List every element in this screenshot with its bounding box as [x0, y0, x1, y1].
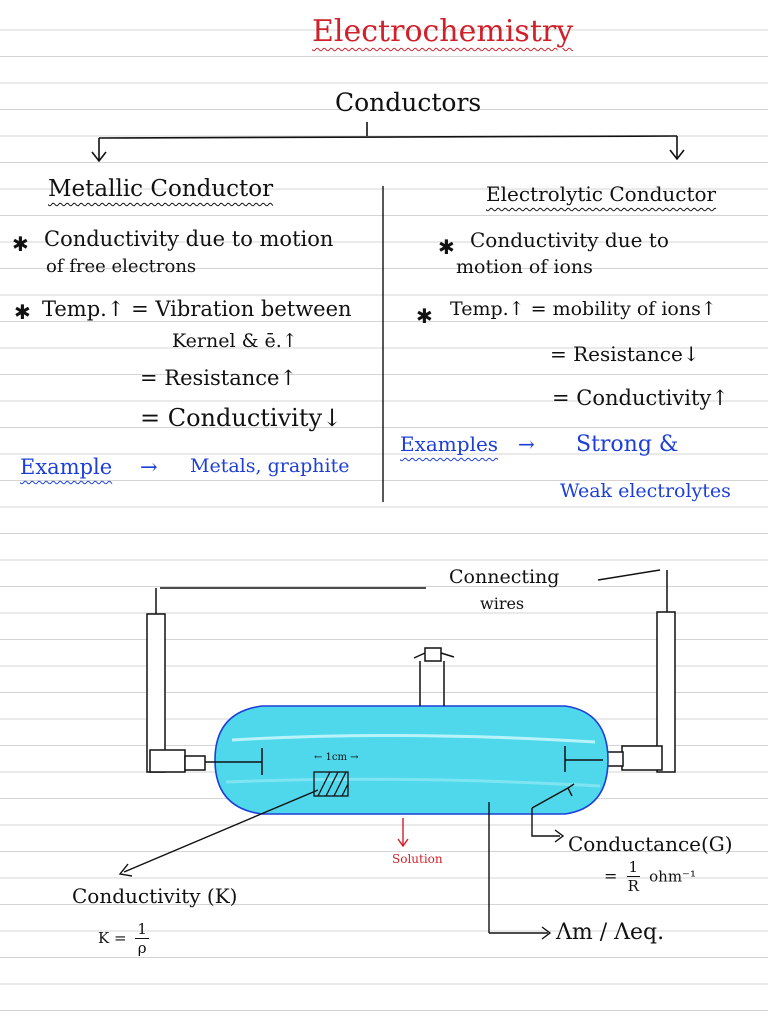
- conductance-numerator: 1: [626, 858, 641, 877]
- conductivity-eq-prefix: K =: [98, 929, 127, 947]
- conductance-eq-prefix: =: [604, 866, 618, 886]
- conductance-label: Conductance(G): [568, 832, 733, 856]
- conductivity-denominator: ρ: [137, 939, 147, 957]
- electrolytic-conductor-heading: Electrolytic Conductor: [486, 182, 717, 206]
- connecting-wires-label-line1: Connecting: [449, 566, 560, 588]
- metallic-point2-line3: = Resistance↑: [140, 366, 298, 390]
- connecting-wires-label-line2: wires: [480, 594, 525, 613]
- electrolytic-example-arrow: →: [518, 432, 535, 456]
- metallic-point1-line1: Conductivity due to motion: [44, 227, 334, 251]
- metallic-point2-line2: Kernel & ē.↑: [172, 330, 298, 352]
- electrolytic-point1-line2: motion of ions: [456, 256, 593, 278]
- electrolytic-point2-line2: = Resistance↓: [550, 342, 700, 366]
- electrolytic-example-line2: Weak electrolytes: [560, 480, 731, 502]
- metallic-conductor-heading: Metallic Conductor: [48, 176, 274, 202]
- pointer-arrows: [118, 783, 575, 940]
- bullet-icon: ✱: [438, 235, 455, 259]
- conductance-equation: = 1 R ohm⁻¹: [604, 860, 696, 894]
- electrolytic-point2-line3: = Conductivity↑: [552, 386, 729, 410]
- page-title: Electrochemistry: [312, 14, 574, 49]
- metallic-example-label: Example: [20, 455, 113, 479]
- conductivity-cell-apparatus: [146, 569, 676, 773]
- conductivity-numerator: 1: [135, 920, 149, 939]
- unit-cube: [313, 771, 349, 797]
- conductor-tree-lines: [91, 122, 685, 163]
- metallic-example-value: Metals, graphite: [190, 455, 350, 477]
- unit-length-label: ← 1cm →: [314, 752, 359, 763]
- tree-root-label: Conductors: [335, 88, 482, 117]
- electrolytic-point1-line1: Conductivity due to: [470, 228, 669, 252]
- solution-vessel: [214, 705, 609, 815]
- metallic-point2-line4: = Conductivity↓: [140, 404, 343, 432]
- metallic-point1-line2: of free electrons: [46, 256, 197, 277]
- bullet-icon: ✱: [14, 300, 31, 324]
- electrolytic-example-line1: Strong &: [576, 432, 679, 457]
- molar-conductance-label: Λm / Λeq.: [556, 920, 665, 945]
- metallic-point2-line1: Temp.↑ = Vibration between: [42, 297, 352, 321]
- vessel-neck: [413, 647, 455, 706]
- electrode-plates: [205, 746, 603, 775]
- bullet-icon: ✱: [416, 304, 433, 328]
- solution-label: Solution: [392, 852, 443, 866]
- metallic-example-arrow: →: [140, 455, 158, 479]
- electrolytic-point2-line1: Temp.↑ = mobility of ions↑: [450, 298, 717, 320]
- bullet-icon: ✱: [12, 232, 29, 256]
- electrolytic-example-label: Examples: [400, 432, 499, 456]
- conductance-unit: ohm⁻¹: [649, 867, 696, 886]
- conductivity-equation: K = 1 ρ: [98, 922, 153, 956]
- conductance-fraction: 1 R: [626, 858, 641, 895]
- conductivity-label: Conductivity (K): [72, 884, 238, 908]
- conductance-denominator: R: [627, 877, 639, 895]
- conductivity-fraction: 1 ρ: [135, 922, 149, 956]
